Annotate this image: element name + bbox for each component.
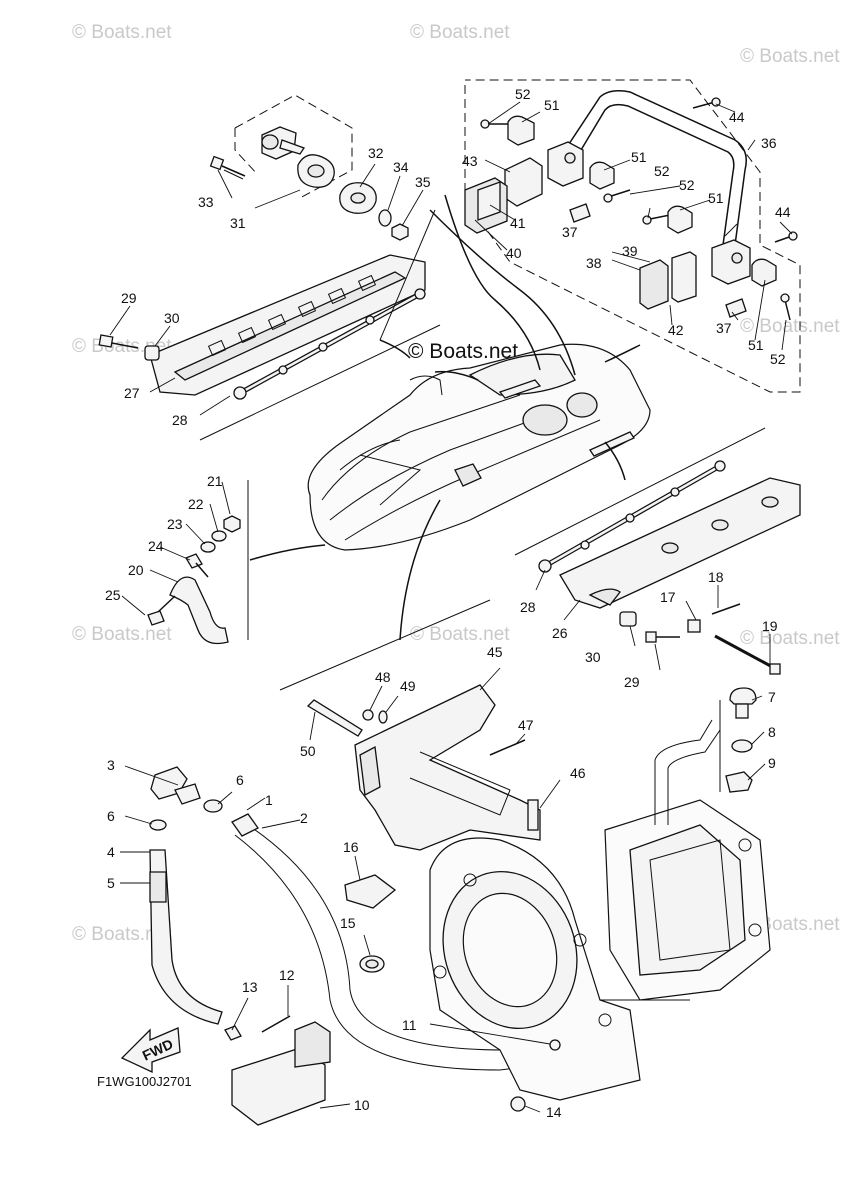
- callout-51: 51: [631, 149, 647, 165]
- callout-28: 28: [172, 412, 188, 428]
- watermark: © Boats.net: [410, 22, 510, 43]
- callout-9: 9: [768, 755, 776, 771]
- watermark: © Boats.net: [740, 628, 840, 649]
- callout-leaders: [109, 101, 793, 1113]
- callout-33: 33: [198, 194, 214, 210]
- callout-28: 28: [520, 599, 536, 615]
- callout-23: 23: [167, 516, 183, 532]
- callout-37: 37: [716, 320, 732, 336]
- callout-30: 30: [585, 649, 601, 665]
- callout-22: 22: [188, 496, 204, 512]
- callout-18: 18: [708, 569, 724, 585]
- callout-52: 52: [654, 163, 670, 179]
- nut-part: [391, 223, 409, 241]
- flange-part: [297, 154, 377, 214]
- watermark-layer: © Boats.net © Boats.net © Boats.net © Bo…: [72, 22, 840, 945]
- callout-26: 26: [552, 625, 568, 641]
- callout-8: 8: [768, 724, 776, 740]
- callout-16: 16: [343, 839, 359, 855]
- callout-14: 14: [546, 1104, 562, 1120]
- callout-31: 31: [230, 215, 246, 231]
- callout-7: 7: [768, 689, 776, 705]
- callout-25: 25: [105, 587, 121, 603]
- callout-29: 29: [624, 674, 640, 690]
- jet-pump-housing: [429, 687, 771, 1112]
- watermark: © Boats.net: [740, 46, 840, 67]
- reference-lines: [199, 194, 766, 691]
- callout-10: 10: [354, 1097, 370, 1113]
- callout-47: 47: [518, 717, 534, 733]
- center-watermark: © Boats.net: [408, 340, 518, 363]
- callout-20: 20: [128, 562, 144, 578]
- bracket-group-45: [306, 684, 541, 851]
- callout-29: 29: [121, 290, 137, 306]
- hose-group: FWD: [120, 766, 541, 1126]
- callout-12: 12: [279, 967, 295, 983]
- callout-39: 39: [622, 243, 638, 259]
- diagram-code: F1WG100J2701: [97, 1074, 192, 1089]
- rail-assembly-right: [538, 460, 801, 675]
- watermark: © Boats.net: [72, 924, 172, 945]
- callout-19: 19: [762, 618, 778, 634]
- callout-52: 52: [770, 351, 786, 367]
- watermark: © Boats.net: [740, 316, 840, 337]
- callout-30: 30: [164, 310, 180, 326]
- callout-49: 49: [400, 678, 416, 694]
- callout-44: 44: [729, 109, 745, 125]
- callout-51: 51: [544, 97, 560, 113]
- fwd-arrow: [120, 1027, 181, 1074]
- callout-15: 15: [340, 915, 356, 931]
- bracket-group-31: [209, 94, 409, 241]
- watermark: © Boats.net: [72, 624, 172, 645]
- callout-11: 11: [402, 1017, 417, 1033]
- callout-48: 48: [375, 669, 391, 685]
- callout-labels: 1 2 3 4 5 6 6 7 8 9 10 11 12 13 14 15 16…: [105, 86, 791, 1120]
- callout-44: 44: [775, 204, 791, 220]
- callout-32: 32: [368, 145, 384, 161]
- handle-assembly-right: [464, 79, 801, 393]
- callout-21: 21: [207, 473, 223, 489]
- callout-36: 36: [761, 135, 777, 151]
- callout-24: 24: [148, 538, 164, 554]
- callout-38: 38: [586, 255, 602, 271]
- clip-part-31: [261, 126, 305, 160]
- callout-42: 42: [668, 322, 684, 338]
- callout-52: 52: [679, 177, 695, 193]
- callout-51: 51: [708, 190, 724, 206]
- callout-52: 52: [515, 86, 531, 102]
- callout-4: 4: [107, 844, 115, 860]
- callout-37: 37: [562, 224, 578, 240]
- callout-40: 40: [506, 245, 522, 261]
- rail-assembly-left: [98, 254, 426, 400]
- callout-41: 41: [510, 215, 526, 231]
- seal-group: [344, 874, 397, 973]
- watercraft-body: [307, 343, 651, 551]
- callout-46: 46: [570, 765, 586, 781]
- callout-2: 2: [300, 810, 308, 826]
- watermark: © Boats.net: [410, 624, 510, 645]
- bolt-part: [209, 155, 246, 180]
- callout-35: 35: [415, 174, 431, 190]
- callout-1: 1: [265, 792, 273, 808]
- callout-6: 6: [236, 772, 244, 788]
- callout-43: 43: [462, 153, 478, 169]
- washer-part: [378, 209, 392, 227]
- callout-51: 51: [748, 337, 764, 353]
- callout-3: 3: [107, 757, 115, 773]
- callout-5: 5: [107, 875, 115, 891]
- callout-6: 6: [107, 808, 115, 824]
- callout-17: 17: [660, 589, 676, 605]
- callout-50: 50: [300, 743, 316, 759]
- watermark: © Boats.net: [72, 22, 172, 43]
- callout-13: 13: [242, 979, 258, 995]
- tow-eye-group: [147, 515, 241, 645]
- callout-45: 45: [487, 644, 503, 660]
- callout-27: 27: [124, 385, 140, 401]
- callout-34: 34: [393, 159, 409, 175]
